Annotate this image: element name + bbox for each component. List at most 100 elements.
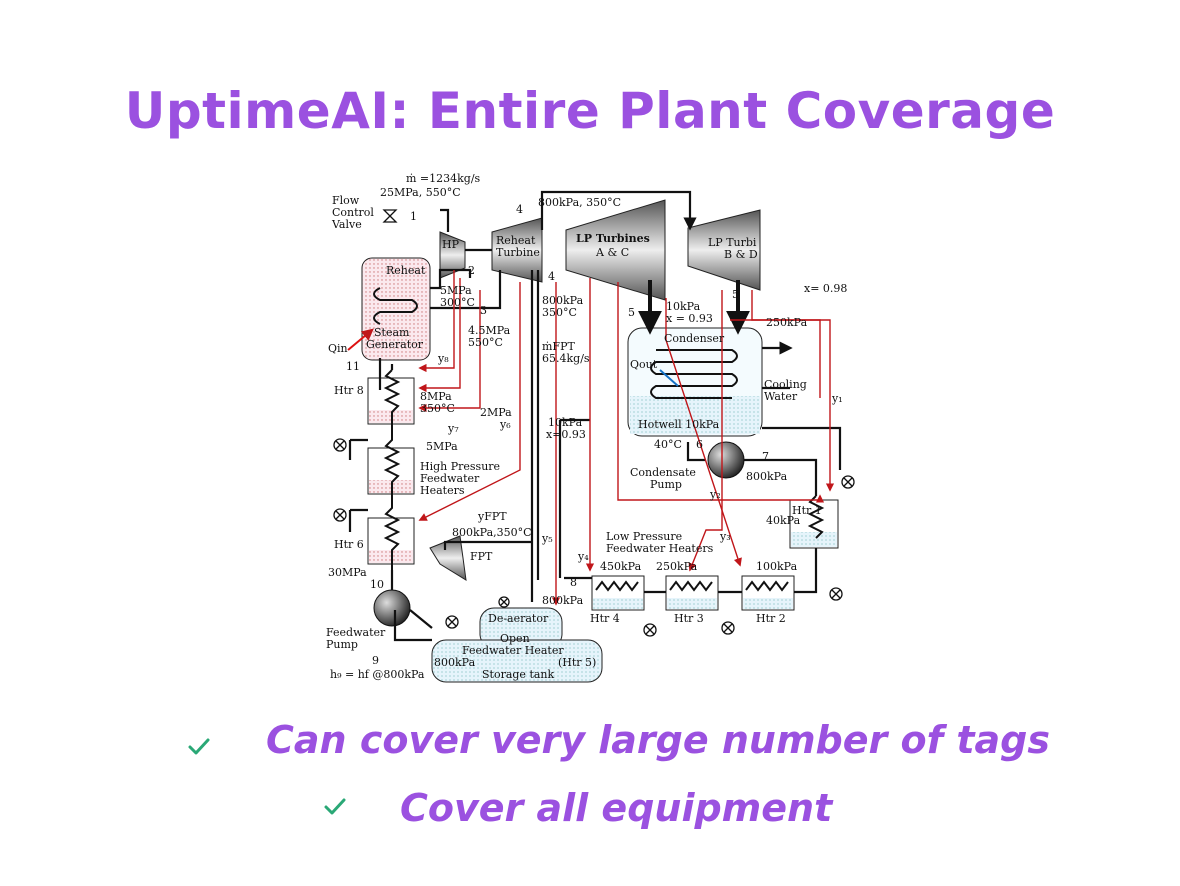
label-lp-bd: LP Turbi [708,236,757,249]
condensate-pump [707,441,745,479]
label-550c: 550°C [468,336,503,349]
label-fpt-state: 800kPa,350°C [452,526,532,539]
state-11: 11 [346,360,360,373]
label-y6: y₆ [499,418,511,431]
state-5a: 5 [628,306,635,319]
label-hp-fw-2: Feedwater [420,472,480,485]
label-deaerator: De-aerator [488,612,549,625]
state-2: 2 [468,264,475,277]
label-reheat: Reheat [386,264,426,277]
label-storage-tank: Storage tank [482,668,555,681]
label-8mpa: 8MPa [420,390,452,403]
label-control: Control [332,206,374,219]
label-300c: 300°C [440,296,475,309]
label-30mpa: 30MPa [328,566,367,579]
label-open-fwh: Feedwater Heater [462,644,564,657]
label-y1: y₁ [831,392,843,405]
label-mid-800: 800kPa [542,294,584,307]
label-mfpt: ṁFPT [542,340,575,353]
label-valve: Valve [331,218,362,231]
label-htr1-p: 40kPa [766,514,801,527]
label-350c: 350°C [420,402,455,415]
label-cooling: Cooling [764,378,807,391]
reheat-turbine [491,217,543,283]
state-8: 8 [570,576,577,589]
label-hp-fw-3: Heaters [420,484,465,497]
state-9: 9 [372,654,379,667]
label-inlet: 25MPa, 550°C [380,186,461,199]
flow-control-valve [382,209,398,223]
label-100kpa: 100kPa [756,560,798,573]
state-4-mid: 4 [548,270,555,283]
lp-turbine-bd [687,209,761,291]
label-y7: y₇ [447,422,459,435]
label-hotwell: Hotwell 10kPa [638,418,720,431]
label-steam: Steam [374,326,410,339]
label-qout: Qout [630,358,658,371]
bullet-tags: Can cover very large number of tags [266,718,1050,762]
label-x098: x= 0.98 [804,282,847,295]
state-6: 6 [696,438,703,451]
page-title: UptimeAI: Entire Plant Coverage [124,82,1056,140]
label-mid-350: 350°C [542,306,577,319]
fpt-turbine [429,535,467,581]
state-4-top: 4 [516,203,523,216]
state-3: 3 [480,304,487,317]
label-htr5: (Htr 5) [558,656,596,669]
label-450kpa: 450kPa [600,560,642,573]
storage-tank [431,639,603,683]
label-flow: Flow [332,194,360,207]
label-lp-ac: LP Turbines [576,232,650,245]
label-hp-fw: High Pressure [420,460,500,473]
state-5b: 5 [732,288,739,301]
label-800kpa-e: 800kPa [434,656,476,669]
hp-turbine [439,231,466,279]
label-fw-pump: Feedwater [326,626,386,639]
label-cond-pump: Pump [650,478,682,491]
label-lp-fw: Low Pressure [606,530,682,543]
label-reheat-turbine-2: Turbine [496,246,540,259]
label-x093: x = 0.93 [666,312,713,325]
label-lp-fw-2: Feedwater Heaters [606,542,714,555]
label-250kpa-b: 250kPa [656,560,698,573]
label-htr2: Htr 2 [756,612,786,625]
bullet-equipment: Cover all equipment [400,786,833,830]
label-htr3: Htr 3 [674,612,704,625]
check-icon [188,738,210,755]
label-qin: Qin [328,342,348,355]
label-fpt: FPT [470,550,493,563]
state-10: 10 [370,578,384,591]
label-40c: 40°C [654,438,682,451]
state-7: 7 [762,450,769,463]
label-800kpa-d: 800kPa [542,594,584,607]
label-top-state: 800kPa, 350°C [538,196,621,209]
label-y3: y₃ [719,530,731,543]
label-open: Open [500,632,530,645]
label-mfpt-2: 65.4kg/s [542,352,590,365]
label-fw-pump-2: Pump [326,638,358,651]
label-generator: Generator [366,338,424,351]
label-y2: y₂ [709,488,721,501]
label-condensate: Condensate [630,466,696,479]
label-htr1: Htr 1 [792,504,822,517]
label-htr8: Htr 8 [334,384,364,397]
label-10kpa-b: 10kPa [548,416,583,429]
label-hg: h₉ = hf @800kPa [330,668,425,681]
feedwater-pump [373,589,411,627]
label-5mpa-b: 5MPa [426,440,458,453]
label-y5: y₅ [541,532,553,545]
label-lp-bd-2: B & D [724,248,758,261]
label-5mpa: 5MPa [440,284,472,297]
label-2mpa: 2MPa [480,406,512,419]
label-4-5mpa: 4.5MPa [468,324,511,337]
label-lp-ac-2: A & C [595,246,629,259]
label-htr6: Htr 6 [334,538,364,551]
label-10kpa: 10kPa [666,300,701,313]
label-y8: y₈ [437,352,449,365]
label-water: Water [764,390,798,403]
label-y4: y₄ [577,550,589,563]
label-250kpa: 250kPa [766,316,808,329]
label-htr4: Htr 4 [590,612,620,625]
label-800kpa-c: 800kPa [746,470,788,483]
label-reheat-turbine: Reheat [496,234,536,247]
